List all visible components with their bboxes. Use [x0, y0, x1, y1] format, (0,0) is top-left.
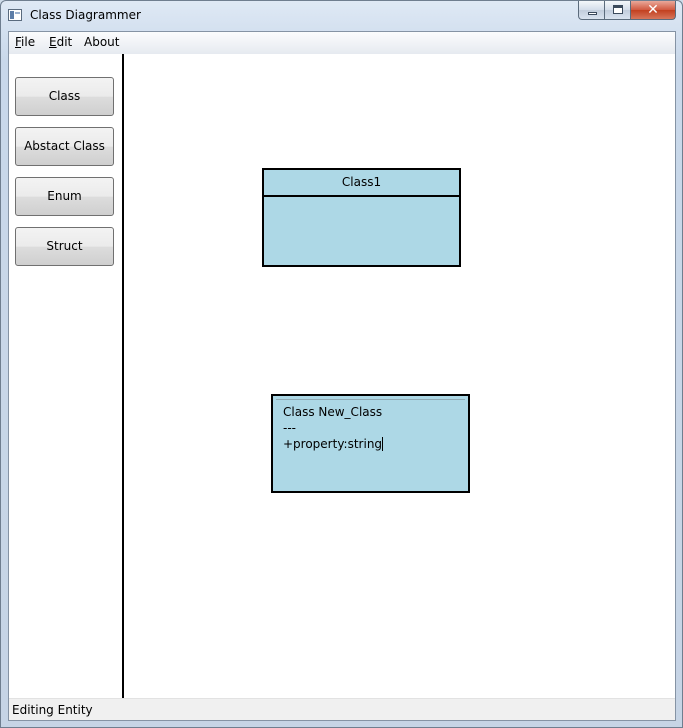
client-area: File Edit About Class Abstact Class Enum…: [8, 31, 676, 721]
menu-edit-access-key: E: [49, 35, 57, 49]
menu-edit-label: dit: [56, 35, 73, 49]
title-bar[interactable]: Class Diagrammer ✕: [1, 1, 682, 31]
minimize-icon: [588, 12, 597, 15]
window-title: Class Diagrammer: [30, 8, 141, 22]
toolbox-panel: Class Abstact Class Enum Struct: [9, 54, 124, 698]
minimize-button[interactable]: [578, 1, 605, 20]
status-text: Editing Entity: [12, 703, 93, 717]
menu-about-label: About: [84, 35, 120, 49]
class-entity[interactable]: Class1: [262, 168, 461, 267]
menu-file-label: ile: [21, 35, 36, 49]
enum-button[interactable]: Enum: [15, 177, 114, 216]
class-button[interactable]: Class: [15, 77, 114, 116]
class-entity-name: Class1: [264, 170, 459, 197]
app-icon[interactable]: [8, 9, 22, 21]
menu-about[interactable]: About: [84, 35, 119, 49]
window-controls: ✕: [578, 1, 676, 21]
text-caret: [382, 437, 384, 451]
menu-edit[interactable]: Edit: [49, 35, 72, 49]
abstract-class-button[interactable]: Abstact Class: [15, 127, 114, 166]
maximize-icon: [613, 5, 623, 14]
diagram-canvas[interactable]: Class1 Class New_Class --- +property:str…: [124, 54, 675, 698]
editing-entity[interactable]: Class New_Class --- +property:string: [271, 394, 470, 493]
struct-button[interactable]: Struct: [15, 227, 114, 266]
close-button[interactable]: ✕: [631, 1, 676, 20]
editor-line-3-text: +property:string: [283, 437, 383, 451]
status-bar: Editing Entity: [9, 698, 675, 720]
close-icon: ✕: [647, 2, 659, 18]
editor-line-3: +property:string: [283, 437, 384, 451]
editor-line-1: Class New_Class: [283, 405, 383, 419]
entity-text-editor[interactable]: Class New_Class --- +property:string: [276, 399, 465, 488]
maximize-button[interactable]: [605, 1, 631, 20]
editor-line-2: ---: [283, 421, 296, 435]
menu-bar: File Edit About: [9, 32, 675, 55]
menu-file-access-key: F: [15, 35, 22, 49]
menu-file[interactable]: File: [15, 35, 35, 49]
